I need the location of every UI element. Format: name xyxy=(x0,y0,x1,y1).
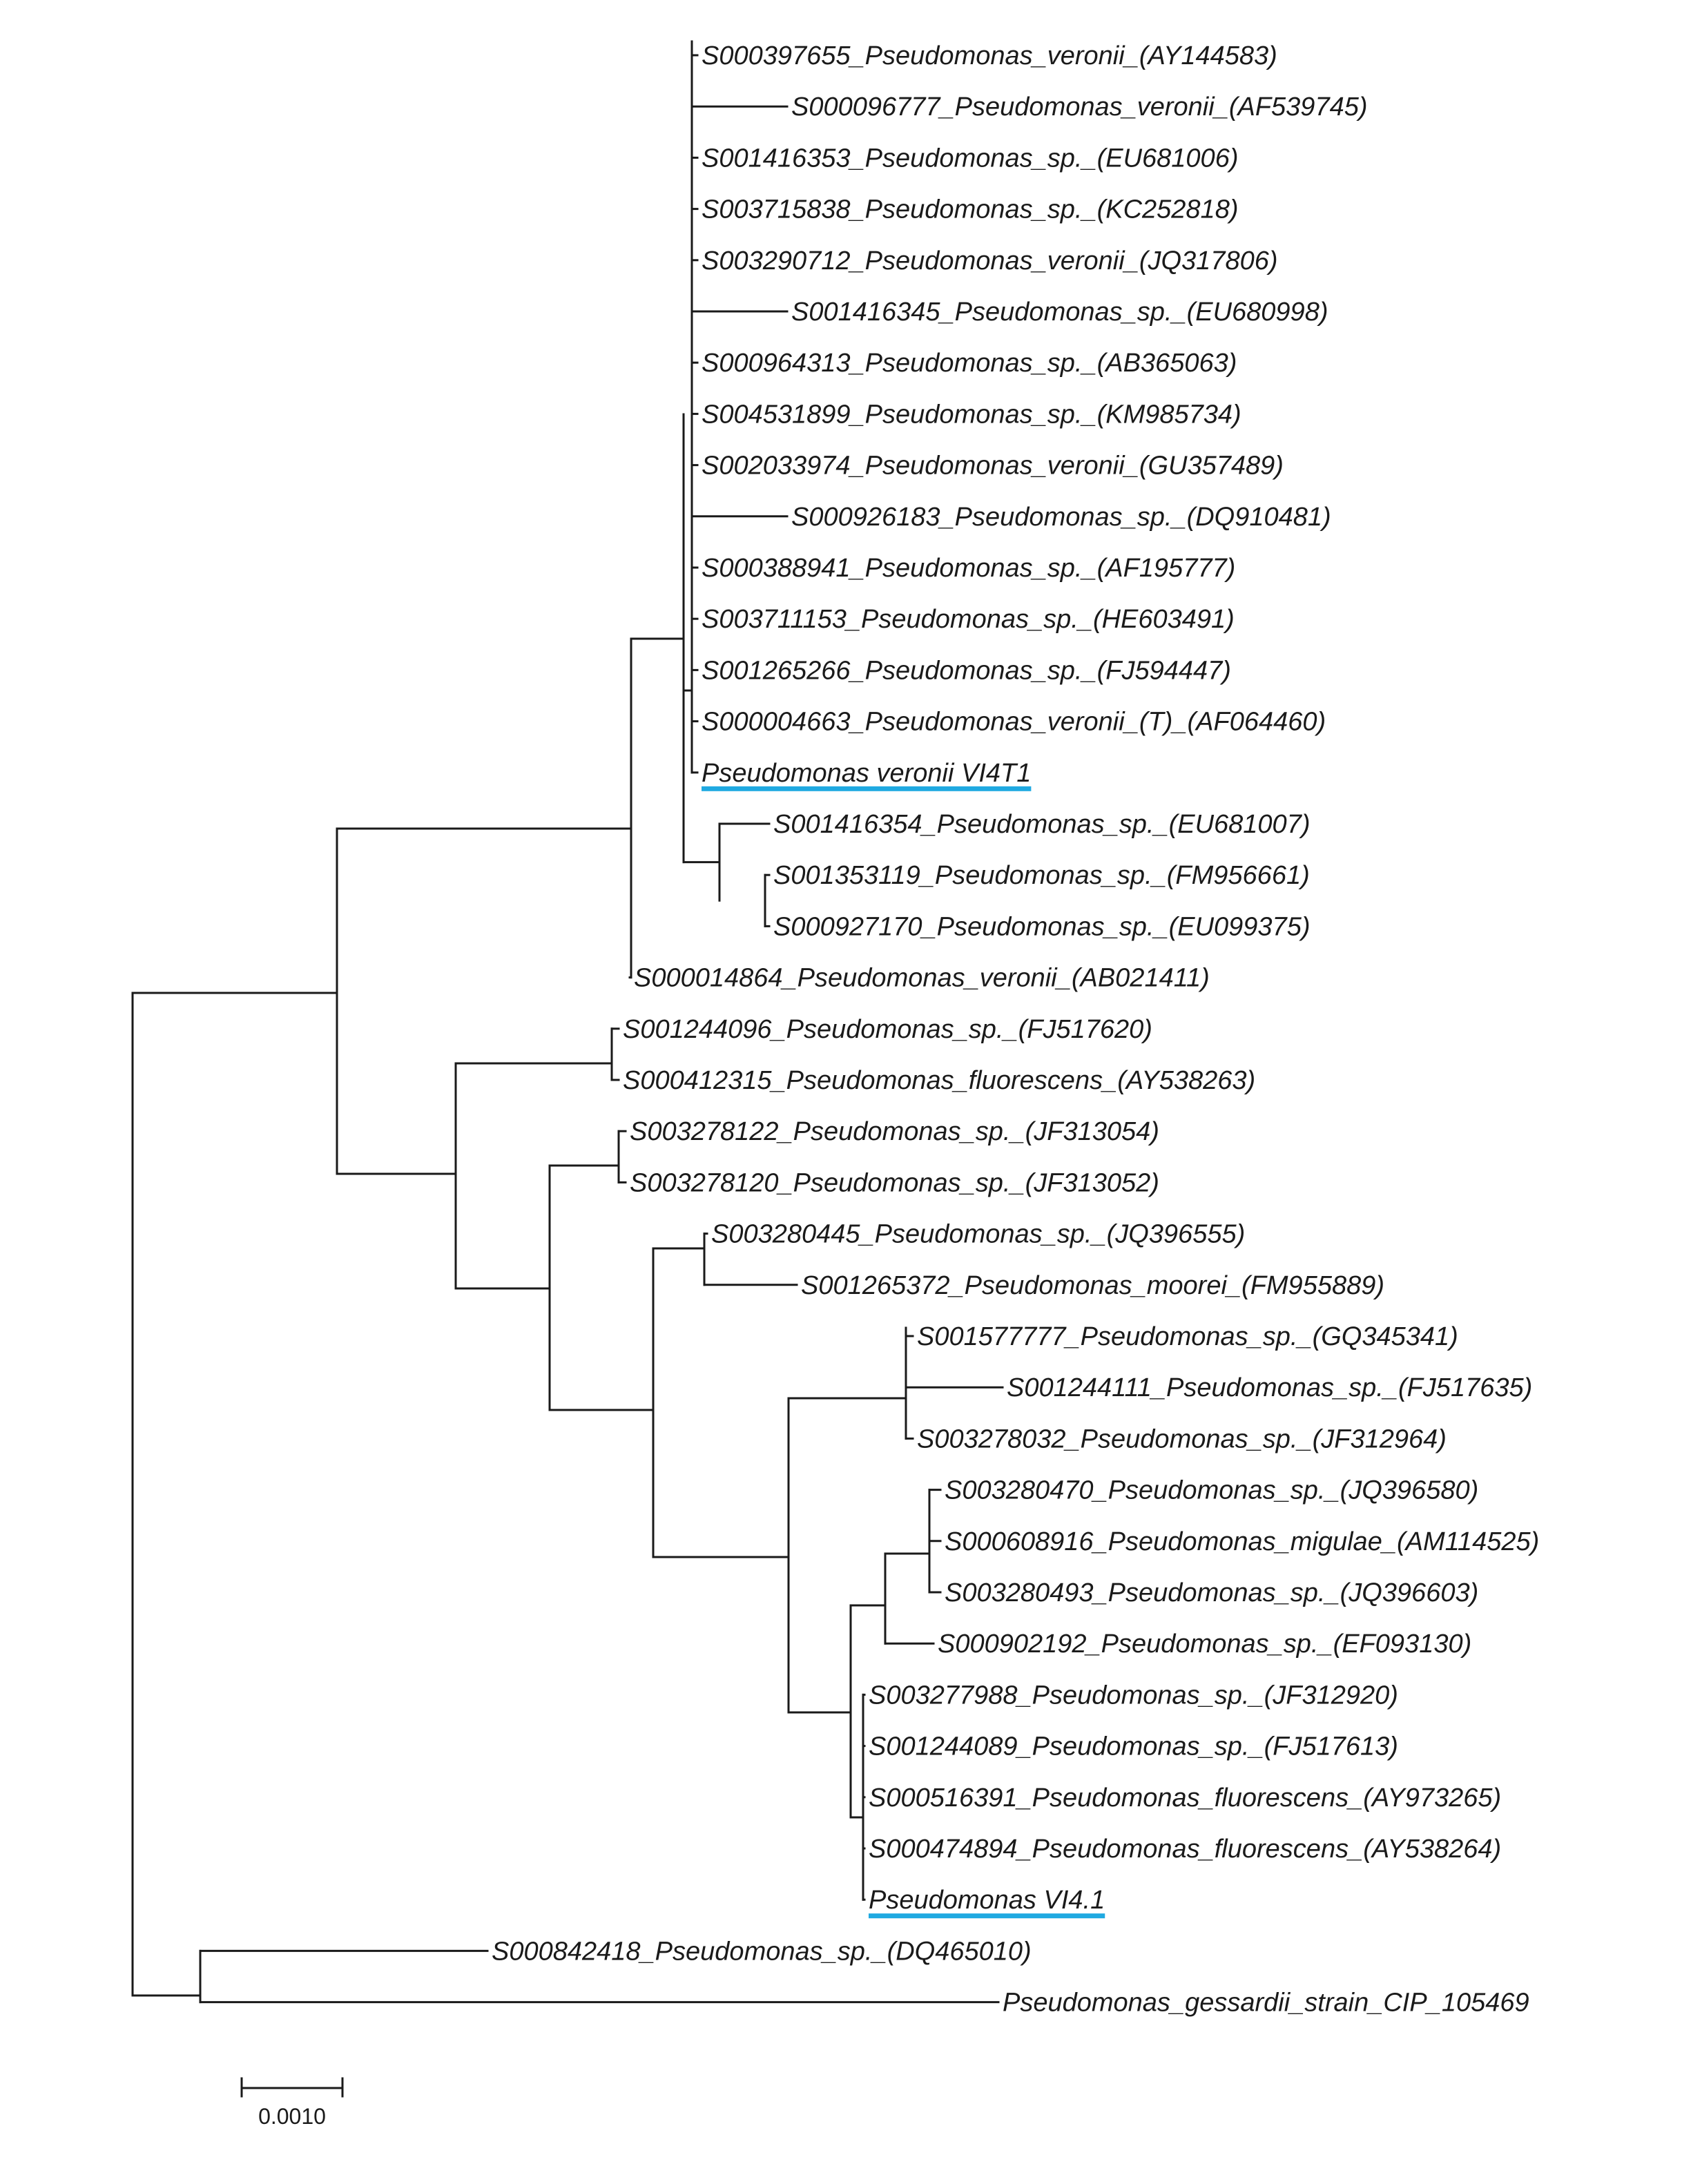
highlight-underlines xyxy=(702,786,1105,1919)
leaf-label: S000926183_Pseudomonas_sp._(DQ910481) xyxy=(791,503,1331,532)
leaf-label: S003277988_Pseudomonas_sp._(JF312920) xyxy=(869,1681,1398,1710)
tree-branches xyxy=(131,40,1004,2004)
leaf-label: Pseudomonas_gessardii_strain_CIP_105469 xyxy=(1003,1989,1529,2018)
leaf-label: S000014864_Pseudomonas_veronii_(AB021411… xyxy=(634,964,1210,993)
leaf-label: S001416345_Pseudomonas_sp._(EU680998) xyxy=(791,298,1328,327)
leaf-label: S000927170_Pseudomonas_sp._(EU099375) xyxy=(773,912,1310,941)
leaf-label: S000516391_Pseudomonas_fluorescens_(AY97… xyxy=(869,1784,1501,1813)
leaf-label: S000004663_Pseudomonas_veronii_(T)_(AF06… xyxy=(702,708,1326,737)
leaf-label: S001416354_Pseudomonas_sp._(EU681007) xyxy=(773,810,1310,839)
highlighted-leaf-label: Pseudomonas VI4.1 xyxy=(869,1886,1105,1915)
leaf-label: S000412315_Pseudomonas_fluorescens_(AY53… xyxy=(623,1066,1255,1095)
leaf-label: S000964313_Pseudomonas_sp._(AB365063) xyxy=(702,349,1237,378)
leaf-labels: S000397655_Pseudomonas_veronii_(AY144583… xyxy=(492,41,1539,2018)
leaf-label: S003711153_Pseudomonas_sp._(HE603491) xyxy=(702,605,1235,634)
highlight-underline xyxy=(702,786,1032,791)
leaf-label: S003278120_Pseudomonas_sp._(JF313052) xyxy=(630,1168,1159,1197)
leaf-label: S001265372_Pseudomonas_moorei_(FM955889) xyxy=(801,1271,1384,1300)
leaf-label: S002033974_Pseudomonas_veronii_(GU357489… xyxy=(702,452,1284,481)
leaf-label: S001244089_Pseudomonas_sp._(FJ517613) xyxy=(869,1732,1398,1761)
leaf-label: S003715838_Pseudomonas_sp._(KC252818) xyxy=(702,195,1238,224)
leaf-label: S000388941_Pseudomonas_sp._(AF195777) xyxy=(702,554,1235,583)
scale-bar-label: 0.0010 xyxy=(258,2104,326,2129)
leaf-label: S004531899_Pseudomonas_sp._(KM985734) xyxy=(702,400,1241,429)
leaf-label: S003278122_Pseudomonas_sp._(JF313054) xyxy=(630,1117,1159,1146)
leaf-label: S003278032_Pseudomonas_sp._(JF312964) xyxy=(917,1424,1447,1453)
leaf-label: S001577777_Pseudomonas_sp._(GQ345341) xyxy=(917,1322,1458,1351)
leaf-label: S003290712_Pseudomonas_veronii_(JQ317806… xyxy=(702,247,1278,276)
leaf-label: S000397655_Pseudomonas_veronii_(AY144583… xyxy=(702,41,1277,70)
leaf-label: S003280493_Pseudomonas_sp._(JQ396603) xyxy=(945,1578,1478,1607)
leaf-label: S001353119_Pseudomonas_sp._(FM956661) xyxy=(773,861,1310,890)
leaf-label: S003280470_Pseudomonas_sp._(JQ396580) xyxy=(945,1476,1478,1505)
highlighted-leaf-label: Pseudomonas veronii VI4T1 xyxy=(702,759,1031,788)
leaf-label: S001416353_Pseudomonas_sp._(EU681006) xyxy=(702,144,1238,173)
leaf-label: S000902192_Pseudomonas_sp._(EF093130) xyxy=(938,1630,1471,1659)
leaf-label: S000608916_Pseudomonas_migulae_(AM114525… xyxy=(945,1527,1539,1556)
leaf-label: S000474894_Pseudomonas_fluorescens_(AY53… xyxy=(869,1835,1501,1864)
scale-bar: 0.0010 xyxy=(240,2077,344,2129)
leaf-label: S003280445_Pseudomonas_sp._(JQ396555) xyxy=(711,1220,1245,1249)
highlight-underline xyxy=(869,1913,1105,1919)
leaf-label: S001244111_Pseudomonas_sp._(FJ517635) xyxy=(1007,1373,1532,1402)
leaf-label: S000096777_Pseudomonas_veronii_(AF539745… xyxy=(791,93,1368,122)
leaf-label: S001244096_Pseudomonas_sp._(FJ517620) xyxy=(623,1015,1152,1044)
leaf-label: S000842418_Pseudomonas_sp._(DQ465010) xyxy=(492,1937,1032,1966)
leaf-label: S001265266_Pseudomonas_sp._(FJ594447) xyxy=(702,656,1231,685)
